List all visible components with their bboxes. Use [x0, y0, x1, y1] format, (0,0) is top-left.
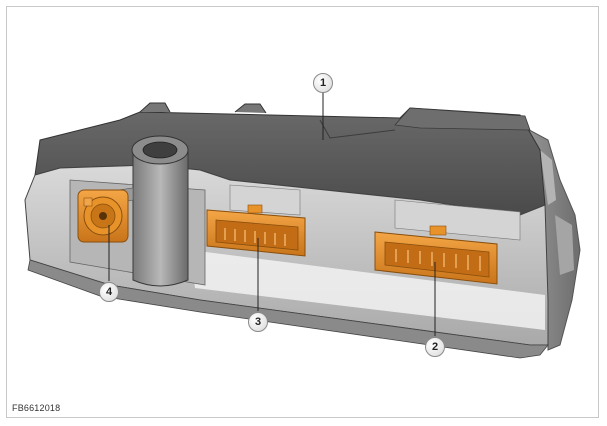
callout-2: 2: [425, 337, 445, 357]
connector-3: [206, 204, 306, 257]
coaxial-connector-4: [77, 189, 129, 243]
callout-4: 4: [99, 282, 119, 302]
connector-2: [374, 225, 498, 285]
leader-lines: [108, 93, 436, 336]
housing-front: [24, 164, 549, 359]
mounting-post: [117, 135, 189, 287]
callout-1: 1: [313, 73, 333, 93]
callout-3: 3: [248, 312, 268, 332]
figure-reference-code: FB6612018: [12, 403, 61, 413]
